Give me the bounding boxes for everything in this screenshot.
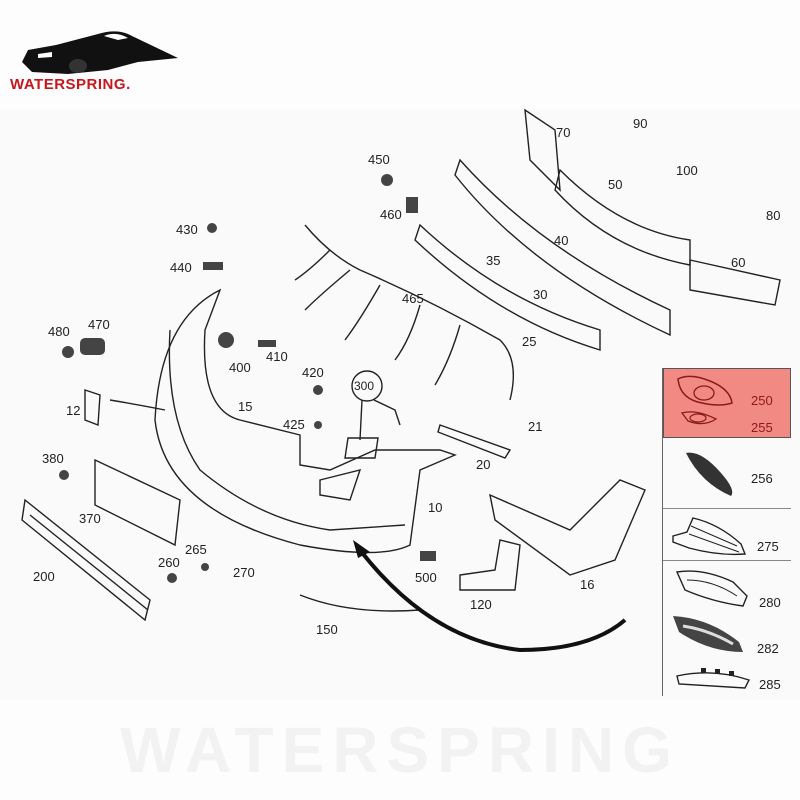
part-label-150: 150: [316, 622, 338, 637]
part-label-70: 70: [556, 125, 571, 140]
part-label-265: 265: [185, 542, 207, 557]
fog-lamp-bezel-icon: [677, 375, 733, 425]
part-label-370: 370: [79, 511, 101, 526]
part-label-470: 470: [88, 317, 110, 332]
part-label-10: 10: [428, 500, 443, 515]
part-label-21: 21: [528, 419, 543, 434]
part-label-90: 90: [633, 116, 648, 131]
brand-logo: [8, 12, 198, 102]
brand-suffix: .: [126, 76, 131, 93]
mesh-grille-icon: [686, 452, 733, 496]
part-label-25: 25: [522, 334, 537, 349]
variant-label-256: 256: [751, 471, 773, 486]
part-label-100: 100: [676, 163, 698, 178]
part-label-460: 460: [380, 207, 402, 222]
part-label-500: 500: [415, 570, 437, 585]
part-label-410: 410: [266, 349, 288, 364]
part-label-40: 40: [554, 233, 569, 248]
variant-label-275: 275: [757, 539, 779, 554]
part-label-380: 380: [42, 451, 64, 466]
part-label-480: 480: [48, 324, 70, 339]
part-label-50: 50: [608, 177, 623, 192]
brand-name: WATERSPRING.: [10, 76, 131, 93]
panel-divider: [663, 508, 791, 509]
part-label-465: 465: [402, 291, 424, 306]
part-label-450: 450: [368, 152, 390, 167]
part-label-80: 80: [766, 208, 781, 223]
variant-label-255: 255: [751, 420, 773, 435]
part-label-430: 430: [176, 222, 198, 237]
panel-divider: [663, 560, 791, 561]
variant-label-280: 280: [759, 595, 781, 610]
sports-car-silhouette-icon: [22, 31, 178, 74]
part-label-16: 16: [580, 577, 595, 592]
variant-label-282: 282: [757, 641, 779, 656]
part-label-35: 35: [486, 253, 501, 268]
mesh-insert-icon: [673, 616, 743, 652]
part-label-12: 12: [66, 403, 81, 418]
part-label-260: 260: [158, 555, 180, 570]
part-label-300: 300: [354, 379, 375, 393]
part-label-420: 420: [302, 365, 324, 380]
variant-panel: 250 255 256 275 280 282 285: [662, 368, 791, 696]
led-strip-icon: [676, 668, 750, 689]
part-label-440: 440: [170, 260, 192, 275]
highlighted-variant-250-255[interactable]: 250 255: [663, 368, 791, 438]
part-label-425: 425: [283, 417, 305, 432]
chrome-trim-icon: [672, 517, 747, 556]
part-label-400: 400: [229, 360, 251, 375]
part-label-120: 120: [470, 597, 492, 612]
brand-name-text: WATERSPRING: [10, 76, 127, 93]
part-label-200: 200: [33, 569, 55, 584]
part-label-270: 270: [233, 565, 255, 580]
variant-label-285: 285: [759, 677, 781, 692]
part-label-20: 20: [476, 457, 491, 472]
variant-label-250: 250: [751, 393, 773, 408]
part-label-30: 30: [533, 287, 548, 302]
part-label-15: 15: [238, 399, 253, 414]
watermark: WATERSPRING: [120, 714, 680, 786]
part-label-60: 60: [731, 255, 746, 270]
fog-lamp-frame-icon: [675, 570, 748, 607]
